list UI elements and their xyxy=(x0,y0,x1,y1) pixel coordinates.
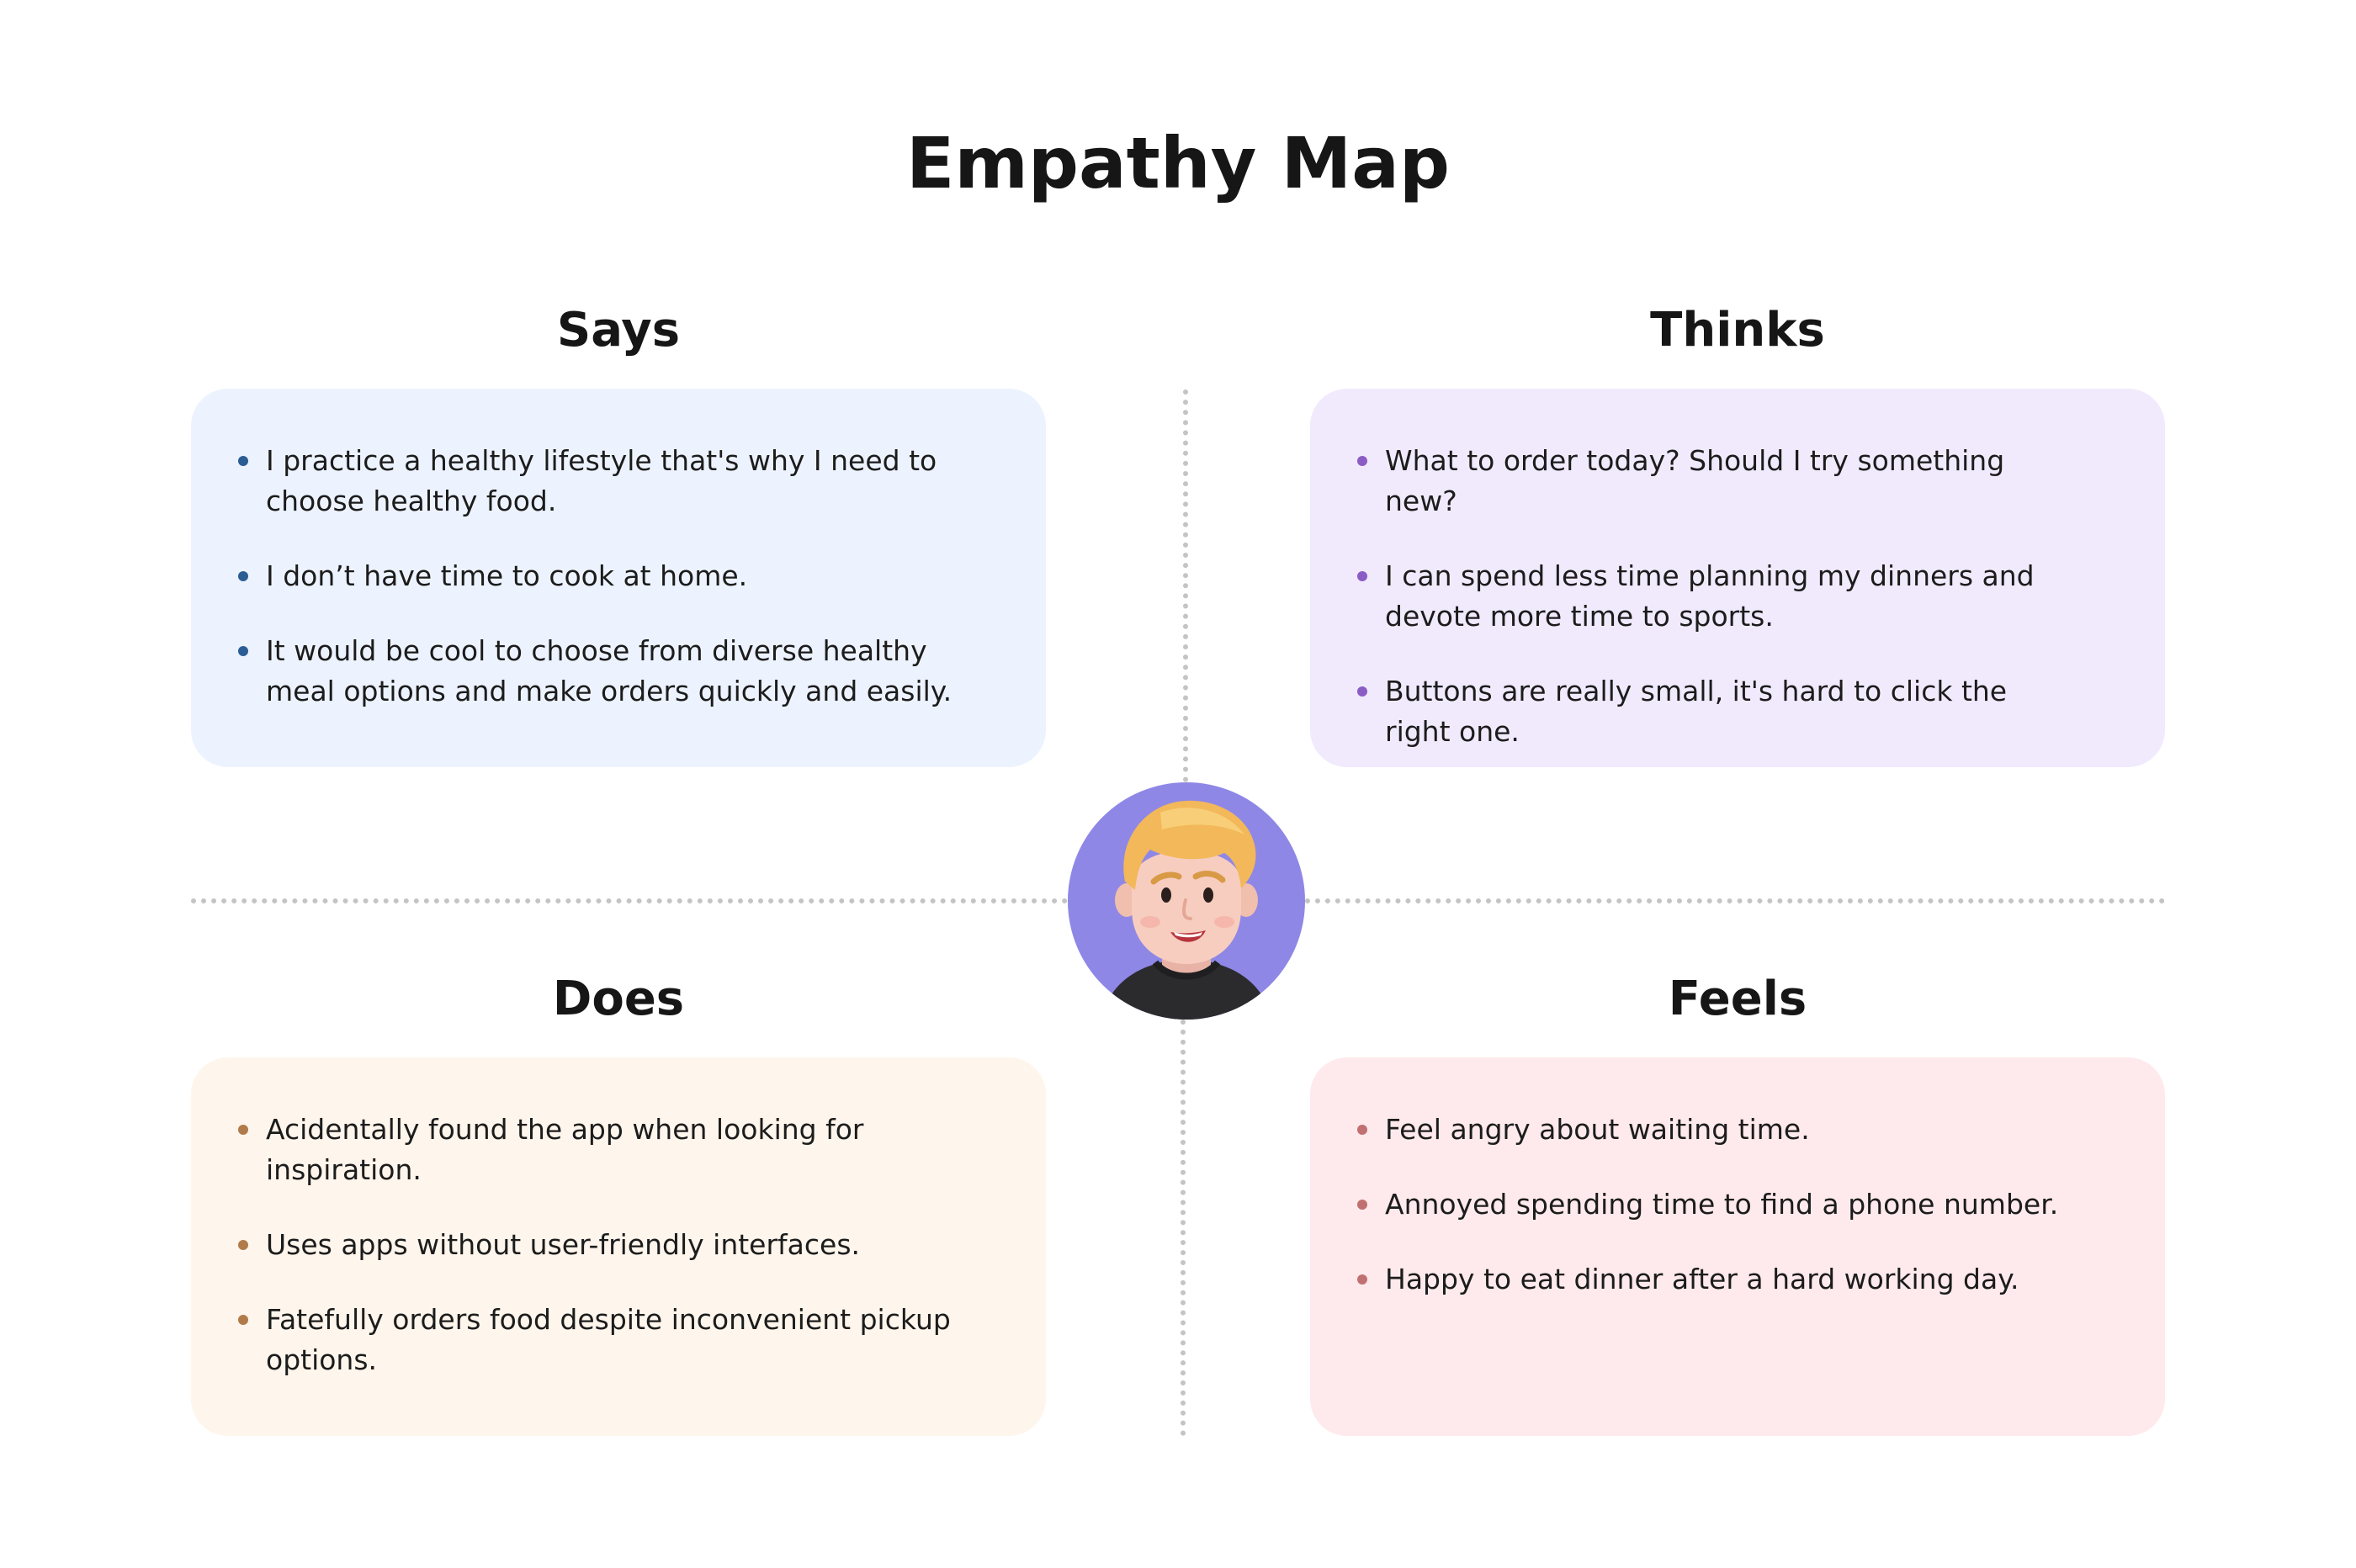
bullet-icon xyxy=(238,1315,248,1325)
does-item: Acidentally found the app when looking f… xyxy=(238,1110,956,1190)
vertical-divider-top xyxy=(1183,389,1188,782)
thinks-item-text: What to order today? Should I try someth… xyxy=(1385,444,2005,517)
thinks-item: Buttons are really small, it's hard to c… xyxy=(1357,671,2075,752)
feels-item: Annoyed spending time to find a phone nu… xyxy=(1357,1184,2075,1225)
says-item-text: I don’t have time to cook at home. xyxy=(266,559,748,592)
bullet-icon xyxy=(238,1240,248,1250)
bullet-icon xyxy=(238,1125,248,1135)
bullet-icon xyxy=(238,571,248,581)
feels-item: Happy to eat dinner after a hard working… xyxy=(1357,1259,2075,1300)
thinks-item: I can spend less time planning my dinner… xyxy=(1357,556,2075,637)
feels-item: Feel angry about waiting time. xyxy=(1357,1110,2075,1150)
vertical-divider-bottom xyxy=(1181,1020,1186,1436)
says-item: I practice a healthy lifestyle that's wh… xyxy=(238,441,956,522)
page-title: Empathy Map xyxy=(905,122,1451,204)
user-avatar xyxy=(1068,782,1305,1020)
bullet-icon xyxy=(238,646,248,656)
thinks-card: What to order today? Should I try someth… xyxy=(1310,389,2165,767)
feels-item-text: Annoyed spending time to find a phone nu… xyxy=(1385,1188,2059,1221)
does-card: Acidentally found the app when looking f… xyxy=(191,1057,1046,1436)
says-item: I don’t have time to cook at home. xyxy=(238,556,956,596)
bullet-icon xyxy=(1357,1274,1367,1285)
does-item-text: Uses apps without user-friendly interfac… xyxy=(266,1228,861,1261)
thinks-list: What to order today? Should I try someth… xyxy=(1357,441,2115,752)
feels-list: Feel angry about waiting time. Annoyed s… xyxy=(1357,1110,2115,1300)
feels-item-text: Happy to eat dinner after a hard working… xyxy=(1385,1263,2019,1295)
thinks-item-text: I can spend less time planning my dinner… xyxy=(1385,559,2035,633)
does-item-text: Acidentally found the app when looking f… xyxy=(266,1113,864,1186)
horizontal-divider-left xyxy=(191,898,1068,903)
user-avatar-icon xyxy=(1101,800,1271,1020)
does-item-text: Fatefully orders food despite inconvenie… xyxy=(266,1303,951,1376)
thinks-item: What to order today? Should I try someth… xyxy=(1357,441,2075,522)
feels-card: Feel angry about waiting time. Annoyed s… xyxy=(1310,1057,2165,1436)
section-title-feels: Feels xyxy=(1668,972,1807,1026)
bullet-icon xyxy=(1357,1125,1367,1135)
says-list: I practice a healthy lifestyle that's wh… xyxy=(238,441,995,712)
says-item-text: I practice a healthy lifestyle that's wh… xyxy=(266,444,937,517)
section-title-thinks: Thinks xyxy=(1650,303,1825,358)
thinks-item-text: Buttons are really small, it's hard to c… xyxy=(1385,675,2008,748)
section-title-does: Does xyxy=(552,972,685,1026)
section-title-says: Says xyxy=(556,303,681,358)
does-item: Fatefully orders food despite inconvenie… xyxy=(238,1300,956,1380)
says-item-text: It would be cool to choose from diverse … xyxy=(266,634,952,707)
does-item: Uses apps without user-friendly interfac… xyxy=(238,1225,956,1265)
bullet-icon xyxy=(238,456,248,466)
bullet-icon xyxy=(1357,571,1367,581)
says-item: It would be cool to choose from diverse … xyxy=(238,631,956,712)
bullet-icon xyxy=(1357,686,1367,697)
does-list: Acidentally found the app when looking f… xyxy=(238,1110,995,1380)
bullet-icon xyxy=(1357,1200,1367,1210)
feels-item-text: Feel angry about waiting time. xyxy=(1385,1113,1810,1146)
says-card: I practice a healthy lifestyle that's wh… xyxy=(191,389,1046,767)
bullet-icon xyxy=(1357,456,1367,466)
horizontal-divider-right xyxy=(1305,898,2165,903)
